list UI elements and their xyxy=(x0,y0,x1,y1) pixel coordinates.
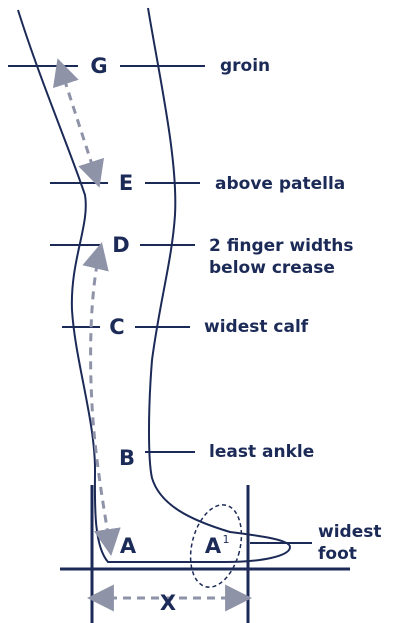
description-widest-foot-line2: foot xyxy=(318,544,357,564)
description-finger-widths-line1: 2 finger widths xyxy=(209,236,354,256)
description-widest-foot-line1: widest xyxy=(318,522,381,542)
point-e-label: E xyxy=(119,171,133,195)
point-g-label: G xyxy=(90,54,107,78)
point-x-label: X xyxy=(160,591,176,615)
description-widest-calf: widest calf xyxy=(204,317,309,337)
description-finger-widths-line2: below crease xyxy=(209,258,335,278)
point-a-label: A xyxy=(120,534,137,558)
leg-front-outline xyxy=(148,8,290,562)
point-a1-label: A xyxy=(205,534,222,558)
point-d-label: D xyxy=(112,233,129,257)
description-least-ankle: least ankle xyxy=(209,442,314,462)
description-above-patella: above patella xyxy=(215,174,345,194)
point-b-label: B xyxy=(119,446,135,470)
point-a1-superscript: 1 xyxy=(223,533,230,546)
description-groin: groin xyxy=(220,56,270,76)
leg-back-outline xyxy=(18,10,225,562)
arrow-g-to-e xyxy=(60,66,97,180)
point-c-label: C xyxy=(109,315,124,339)
